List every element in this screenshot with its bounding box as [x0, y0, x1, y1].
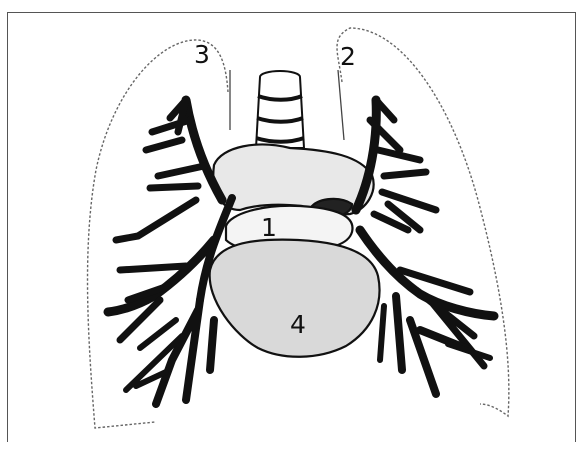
right-inner-line	[338, 70, 344, 140]
label-2: 2	[340, 44, 356, 69]
label-4: 4	[290, 312, 306, 337]
right-bronchial-tree	[356, 100, 494, 394]
left-bronchial-tree	[108, 100, 232, 404]
label-1: 1	[261, 215, 277, 240]
trachea	[256, 71, 304, 148]
label-3: 3	[194, 42, 210, 67]
